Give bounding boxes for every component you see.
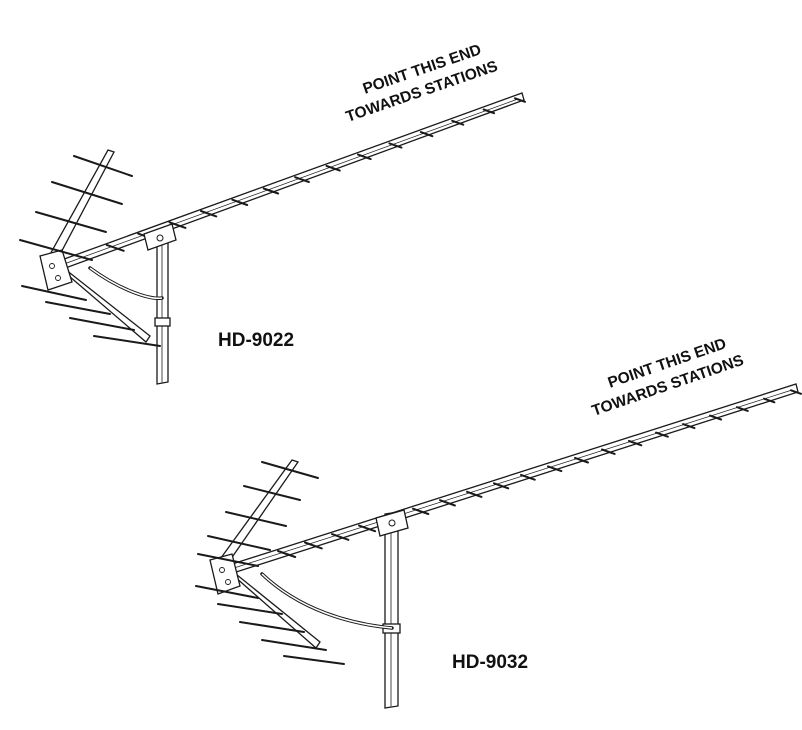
director-element	[601, 448, 616, 455]
director-element	[451, 119, 465, 126]
director-element	[325, 164, 341, 172]
director-element	[574, 456, 589, 464]
director-element	[294, 176, 310, 183]
director-element	[736, 406, 749, 412]
support-strut	[88, 266, 164, 300]
reflector-frame	[209, 459, 321, 649]
director-element	[357, 153, 372, 161]
director-element	[105, 243, 125, 252]
reflector-frame	[39, 149, 151, 343]
lower-reflector-rods	[195, 585, 345, 665]
director-element	[262, 187, 280, 195]
director-element	[304, 541, 323, 550]
director-element	[514, 97, 526, 103]
director-element	[482, 108, 496, 115]
director-element	[412, 507, 430, 515]
mast-clamp	[143, 223, 177, 251]
antenna-hd-9022: POINT THIS END TOWARDS STATIONS HD-9022	[19, 41, 526, 385]
director-element	[358, 524, 377, 533]
director-element	[277, 550, 297, 558]
director-element	[709, 414, 723, 421]
director-element	[466, 490, 483, 498]
model-label: HD-9022	[218, 330, 294, 351]
antenna-boom	[55, 92, 525, 271]
upper-reflector-rods	[197, 461, 319, 567]
model-label: HD-9032	[452, 652, 528, 673]
antenna-hd-9032: POINT THIS END TOWARDS STATIONS HD-9032	[195, 335, 802, 709]
director-element	[682, 423, 696, 430]
support-strut	[260, 572, 394, 630]
director-element	[231, 198, 249, 206]
director-element	[168, 221, 187, 229]
mast-pole	[154, 233, 171, 385]
director-element	[331, 533, 350, 541]
director-element	[628, 440, 643, 447]
director-element	[655, 431, 669, 438]
upper-reflector-rods	[19, 155, 133, 261]
mast-pole	[382, 511, 401, 709]
director-element	[439, 499, 456, 507]
director-element	[763, 397, 776, 404]
director-element	[419, 131, 434, 138]
director-element	[493, 482, 510, 490]
mast-clamp	[375, 509, 409, 537]
director-elements	[105, 97, 526, 252]
director-element	[388, 142, 403, 149]
lower-reflector-rods	[21, 285, 161, 347]
director-element	[520, 473, 536, 481]
director-element	[547, 465, 563, 473]
director-element	[790, 389, 802, 395]
director-element	[199, 210, 218, 218]
